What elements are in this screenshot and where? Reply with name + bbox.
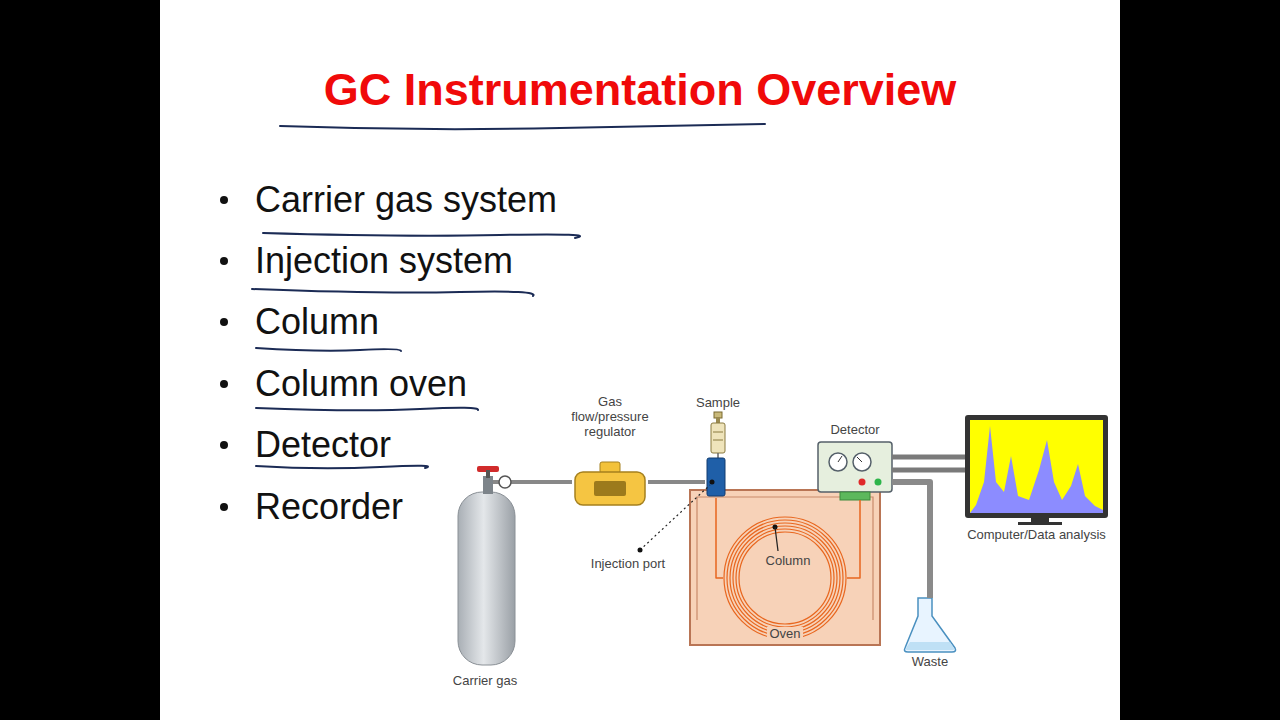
detector-cable	[892, 470, 965, 471]
injection-port-part	[710, 480, 715, 485]
column-oven-part	[690, 490, 880, 645]
node-label: Carrier gas	[453, 674, 517, 689]
sample-syringe-part	[716, 417, 720, 423]
node-label: Column	[764, 554, 813, 569]
sample-syringe: Sample	[708, 412, 728, 460]
detector-unit: Detector	[818, 442, 892, 500]
hand-underline-part	[256, 348, 401, 351]
column-coil-part	[730, 523, 840, 633]
computer-monitor: Computer/Data analysis	[965, 415, 1108, 527]
pressure-regulator-part	[594, 481, 626, 496]
leader-line-part	[638, 548, 643, 553]
hand-underline	[252, 124, 765, 468]
waste-flask	[904, 598, 955, 652]
computer-monitor	[965, 415, 1108, 525]
gc-column: Column	[723, 516, 847, 640]
bullet-text: Column oven	[255, 366, 467, 402]
column-coil-part	[739, 532, 831, 624]
column-oven	[690, 490, 880, 645]
bullet-dot	[220, 196, 228, 204]
computer-monitor-part	[970, 426, 1103, 513]
bullet-text: Column	[255, 304, 379, 340]
column-coil-part	[736, 529, 834, 627]
title-text: GC Instrumentation Overview	[0, 64, 1280, 116]
pressure-regulator	[575, 462, 645, 505]
node-label: Oven	[767, 627, 802, 642]
gas-cylinder-part	[458, 492, 515, 665]
sample-syringe-part	[713, 432, 723, 433]
pressure-regulator-part	[575, 472, 645, 505]
waste-flask-part	[906, 642, 955, 650]
detector-cable-part	[892, 468, 965, 473]
bullet-dot	[220, 318, 228, 326]
gas-cylinder-part	[499, 476, 511, 488]
hand-underline-part	[256, 466, 428, 469]
waste-flask: Waste	[903, 598, 957, 652]
bullet-text: Recorder	[255, 489, 403, 525]
detector-unit-part	[838, 456, 842, 462]
detector-unit-part	[840, 492, 870, 500]
bullet-text: Injection system	[255, 243, 513, 279]
tube-connector	[716, 498, 723, 578]
node-label: Detector	[830, 423, 879, 438]
bullet-text: Detector	[255, 427, 391, 463]
hand-underline-part	[263, 233, 580, 238]
tube-connector	[892, 455, 965, 460]
computer-monitor-part	[1018, 522, 1062, 525]
gas-cylinder-part	[483, 476, 493, 494]
bullet-dot	[220, 441, 228, 449]
bullet-dot	[220, 380, 228, 388]
node-label: Sample	[696, 396, 740, 411]
hand-underline-part	[252, 289, 534, 296]
gas-cylinder-part	[486, 470, 490, 478]
waste-flask-part	[904, 598, 955, 652]
injection-port	[707, 458, 725, 496]
column-coil-part	[727, 520, 843, 636]
column-coil-part	[733, 526, 837, 630]
tube-connector	[648, 480, 705, 484]
detector-unit-part	[857, 457, 862, 462]
tube-connector	[847, 500, 860, 578]
tube-connector	[892, 482, 930, 598]
detector-unit-part	[818, 442, 892, 492]
sample-syringe-part	[711, 423, 725, 453]
side-bar-part	[1120, 0, 1280, 720]
leader-line	[638, 485, 779, 553]
bullet-dot	[220, 257, 228, 265]
side-bar-part	[0, 0, 160, 720]
hand-underline-part	[280, 124, 765, 129]
column-oven: Oven Column	[690, 490, 880, 645]
column-coil-part	[724, 517, 846, 639]
node-label: Injection port	[591, 557, 665, 572]
sample-syringe-part	[713, 440, 723, 441]
computer-monitor-part	[965, 415, 1108, 518]
bullet-dot	[220, 503, 228, 511]
injection-port: Injection port	[705, 458, 727, 498]
computer-monitor-part	[970, 420, 1103, 513]
hand-underline-part	[256, 408, 478, 411]
leader-line-part	[640, 485, 710, 550]
node-label: Computer/Data analysis	[967, 528, 1106, 543]
injection-port-part	[707, 458, 725, 496]
leader-line-part	[775, 527, 778, 551]
detector-unit-part	[829, 453, 847, 471]
gas-cylinder	[458, 466, 516, 665]
detector-unit-part	[853, 453, 871, 471]
node-label: Waste	[912, 655, 948, 670]
pressure-regulator: Gas flow/pressure regulator	[572, 462, 648, 506]
detector-unit	[818, 442, 892, 500]
node-label: Gas flow/pressure regulator	[564, 395, 656, 440]
detector-unit-part	[875, 479, 882, 486]
column-coil	[724, 517, 846, 639]
column-oven-part	[697, 497, 873, 620]
gas-cylinder: Carrier gas	[455, 465, 515, 665]
bullet-text: Carrier gas system	[255, 182, 557, 218]
sample-syringe	[711, 412, 725, 462]
detector-unit-part	[859, 479, 866, 486]
tube-connector	[515, 480, 572, 484]
